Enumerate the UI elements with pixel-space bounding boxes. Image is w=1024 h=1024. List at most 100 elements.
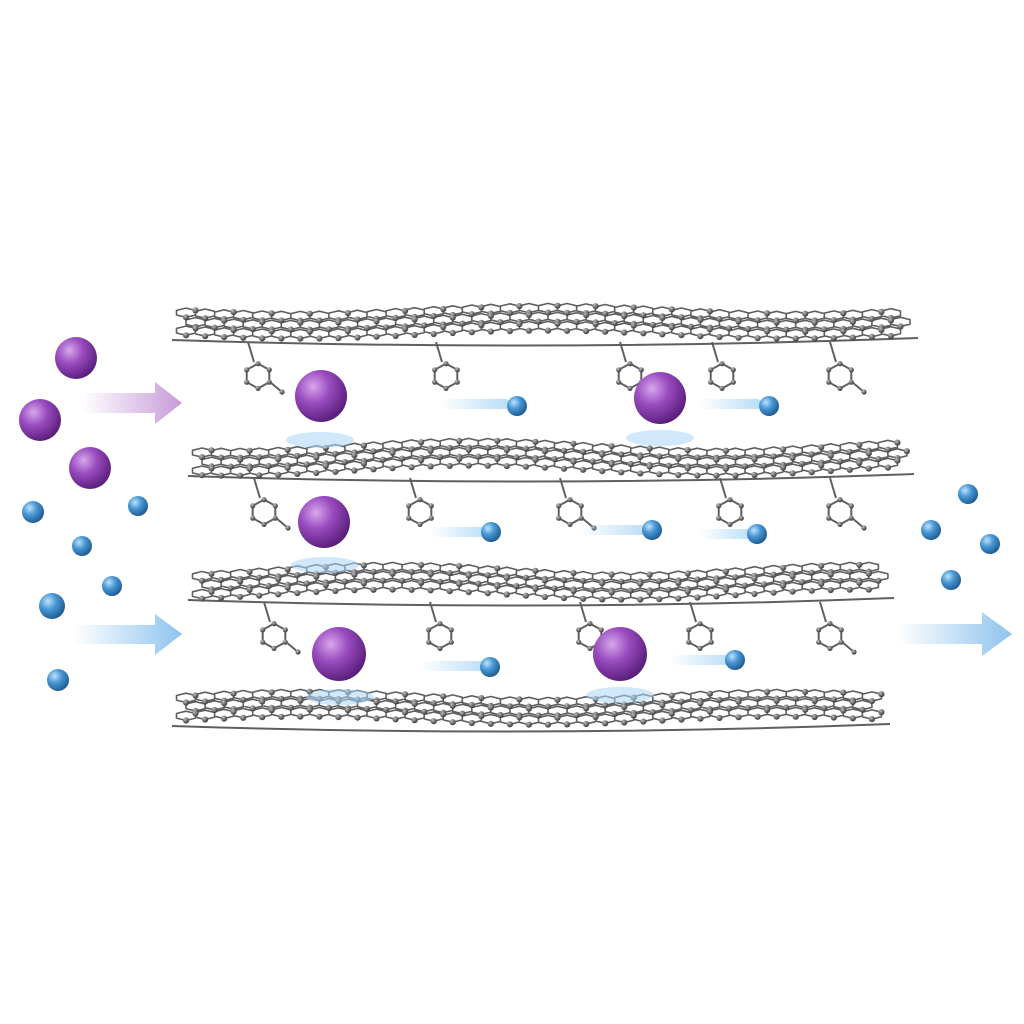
functional-group [260,601,301,655]
carbon-atom [449,314,456,321]
carbon-atom [278,713,285,720]
carbon-atom [246,447,253,454]
carbon-atom [275,471,282,478]
carbon-atom [449,719,456,726]
carbon-atom [449,329,456,337]
carbon-atom [313,588,320,596]
carbon-atom [535,318,542,325]
carbon-atom [408,586,415,593]
carbon-atom [741,463,749,470]
carbon-atom [580,466,587,473]
carbon-atom [360,460,367,467]
carbon-atom [256,574,263,581]
carbon-atom [856,441,863,448]
carbon-atom [278,317,285,324]
small-ion-outlet-arrow-icon [898,612,1012,656]
carbon-atom [411,316,418,323]
carbon-atom [192,710,199,717]
carbon-atom [373,715,380,722]
carbon-atom [399,455,406,462]
carbon-atom [659,702,666,709]
carbon-atom [668,324,675,331]
carbon-atom [875,456,882,463]
carbon-atom [722,586,730,593]
carbon-atom [332,450,339,457]
carbon-atom [275,575,282,583]
graphene-sheet [171,688,891,733]
carbon-atom [716,333,723,341]
carbon-atom [389,570,396,577]
large-ion-sphere [19,399,61,441]
carbon-atom [503,446,510,453]
carbon-atom [506,309,513,317]
carbon-atom [818,562,825,569]
carbon-atom [830,696,837,703]
carbon-atom [306,706,313,713]
carbon-atom [249,325,256,333]
carbon-atom [802,688,809,695]
large-ion-sphere [55,337,97,379]
carbon-atom [544,703,552,710]
carbon-atom [475,453,482,460]
carbon-atom [218,594,225,601]
ion-path-glow [700,529,756,539]
carbon-atom [351,452,358,459]
carbon-atom [418,561,425,569]
carbon-atom [837,577,844,584]
carbon-atom [294,572,301,579]
carbon-atom [580,577,587,584]
functional-group [716,477,744,528]
carbon-atom [503,574,510,582]
carbon-atom [484,572,491,579]
carbon-atom [237,456,244,463]
carbon-atom [506,703,513,710]
carbon-atom [764,688,771,696]
carbon-atom [497,319,504,326]
carbon-atom [478,322,485,329]
carbon-atom [316,713,323,720]
carbon-atom [316,317,323,324]
carbon-atom [770,453,777,460]
carbon-atom [313,573,320,580]
carbon-atom [618,469,625,476]
carbon-atom [802,706,809,713]
carbon-atom [198,454,206,461]
carbon-atom [265,463,272,470]
carbon-atom [868,315,876,322]
carbon-atom [868,716,876,723]
carbon-atom [240,696,247,703]
carbon-atom [494,437,501,444]
carbon-atom [602,328,609,335]
graphene-sheet [171,302,919,395]
carbon-atom [694,454,701,461]
carbon-atom [208,570,215,577]
carbon-atom [218,454,225,461]
carbon-atom [516,321,523,328]
carbon-atom [732,574,739,581]
functional-group [816,601,857,655]
carbon-atom [722,465,730,472]
functional-group [426,601,454,652]
carbon-atom [694,576,701,583]
carbon-atom [754,335,761,342]
carbon-atom [722,447,730,454]
carbon-atom [503,591,510,598]
carbon-atom [370,448,377,455]
carbon-atom [811,319,818,326]
carbon-atom [256,454,263,461]
carbon-atom [878,691,885,698]
carbon-atom [697,700,704,707]
carbon-atom [745,325,752,333]
carbon-atom [554,696,561,703]
carbon-atom [754,713,761,720]
carbon-atom [541,464,549,471]
carbon-atom [554,714,561,721]
carbon-atom [532,456,539,463]
carbon-atom [849,715,856,722]
carbon-atom [440,711,447,718]
carbon-atom [211,706,218,714]
carbon-atom [198,577,206,584]
carbon-atom [678,716,685,723]
carbon-atom [446,570,453,577]
carbon-atom [351,587,358,594]
